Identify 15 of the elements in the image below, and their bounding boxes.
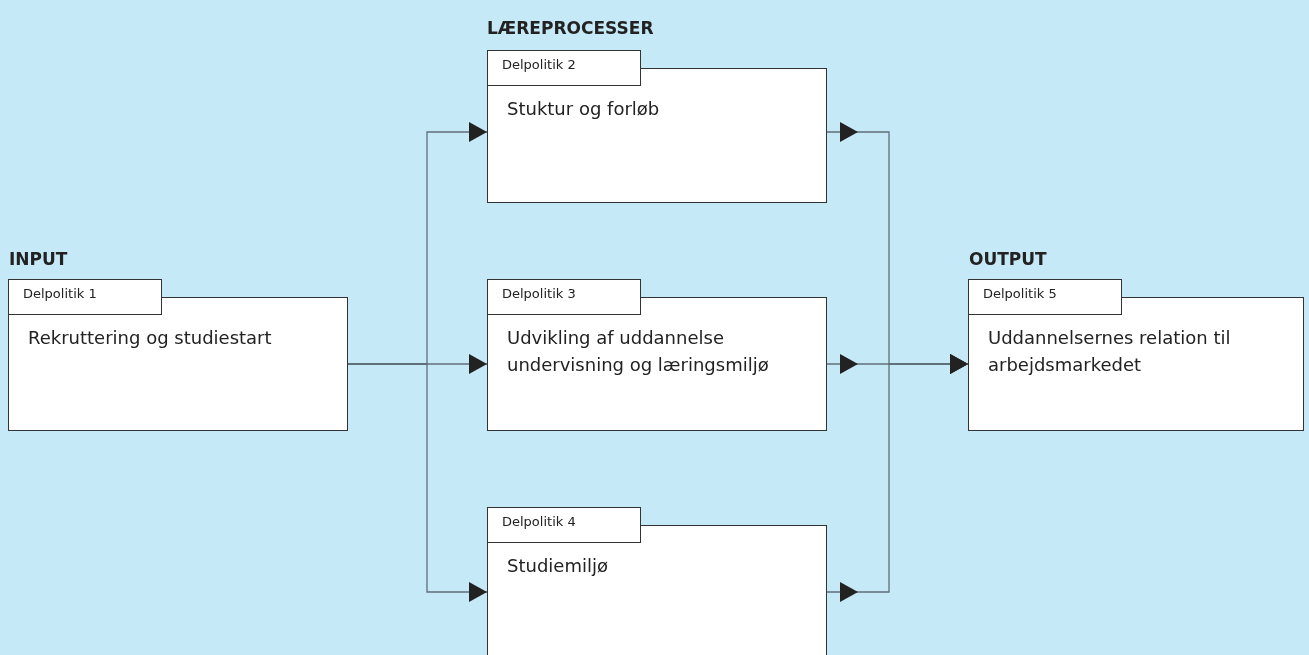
section-heading: INPUT — [9, 249, 68, 269]
policy-tab: Delpolitik 3 — [487, 279, 641, 315]
policy-tab: Delpolitik 5 — [968, 279, 1122, 315]
section-heading: OUTPUT — [969, 249, 1047, 269]
section-heading: LÆREPROCESSER — [487, 18, 654, 38]
policy-title: Stuktur og forløb — [507, 97, 661, 121]
policy-tab: Delpolitik 1 — [8, 279, 162, 315]
policy-title: Uddannelsernes relation til arbejdsmarkedet — [988, 326, 1232, 377]
policy-tab: Delpolitik 4 — [487, 507, 641, 543]
policy-title: Udvikling af uddannelse undervisning og læringsmiljø — [507, 326, 770, 377]
policy-title: Studiemiljø — [507, 554, 609, 578]
policy-title: Rekruttering og studiestart — [28, 326, 273, 350]
arrow — [347, 363, 488, 602]
policy-tab: Delpolitik 2 — [487, 50, 641, 86]
arrow — [826, 354, 969, 602]
